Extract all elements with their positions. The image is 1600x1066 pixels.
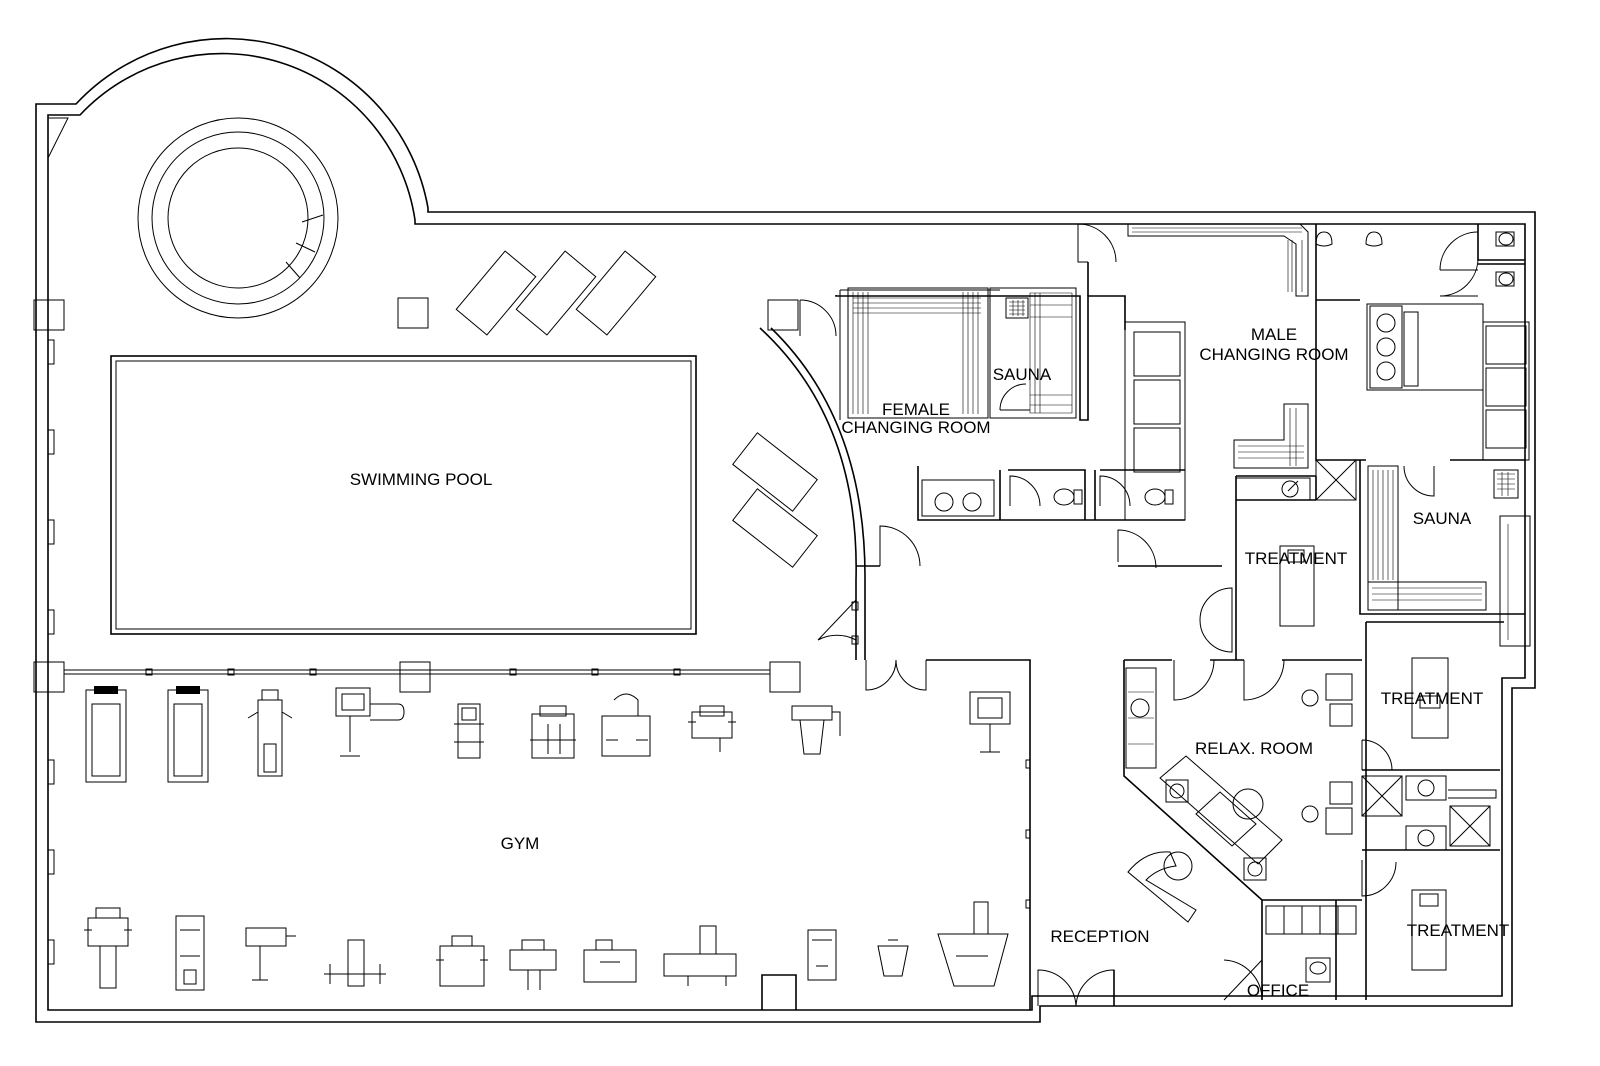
sun-loungers — [455, 250, 818, 568]
sauna-male: SAUNA — [1315, 459, 1531, 647]
outer-walls — [33, 37, 1536, 1023]
label-reception: RECEPTION — [1050, 927, 1149, 946]
weight-machine-row2 — [84, 901, 1009, 991]
label-sauna-female: SAUNA — [993, 365, 1052, 384]
label-male-changing-line2: CHANGING ROOM — [1199, 345, 1348, 364]
label-treatment-3: TREATMENT — [1407, 921, 1510, 940]
corridor-walls — [759, 299, 1031, 1010]
treadmill-2 — [167, 686, 209, 783]
label-office: OFFICE — [1247, 981, 1309, 1000]
label-gym: GYM — [501, 834, 540, 853]
reception-office: RECEPTION OFFICE — [1037, 851, 1362, 1007]
weight-machine-row1 — [247, 687, 1011, 777]
female-changing-room: SAUNA FEMALE CHANGING ROOM — [835, 287, 1222, 569]
male-changing-room: MALE CHANGING ROOM — [1077, 223, 1530, 469]
relax-room: RELAX. ROOM — [1123, 659, 1397, 1000]
pool-area: SWIMMING POOL — [64, 117, 818, 676]
swimming-pool: SWIMMING POOL — [110, 355, 697, 635]
label-male-changing-line1: MALE — [1251, 325, 1297, 344]
treadmill-1 — [85, 686, 127, 783]
label-treatment-2: TREATMENT — [1381, 689, 1484, 708]
label-relax-room: RELAX. ROOM — [1195, 739, 1313, 758]
treatment-rooms: TREATMENT TREATMENT TREATMENT — [1199, 475, 1510, 1000]
label-sauna-male: SAUNA — [1413, 509, 1472, 528]
jacuzzi — [137, 117, 339, 319]
label-treatment-1: TREATMENT — [1245, 549, 1348, 568]
label-female-changing-line1: FEMALE — [882, 400, 950, 419]
label-female-changing-line2: CHANGING ROOM — [841, 418, 990, 437]
label-swimming-pool: SWIMMING POOL — [350, 470, 493, 489]
gym: GYM — [84, 686, 1011, 1010]
